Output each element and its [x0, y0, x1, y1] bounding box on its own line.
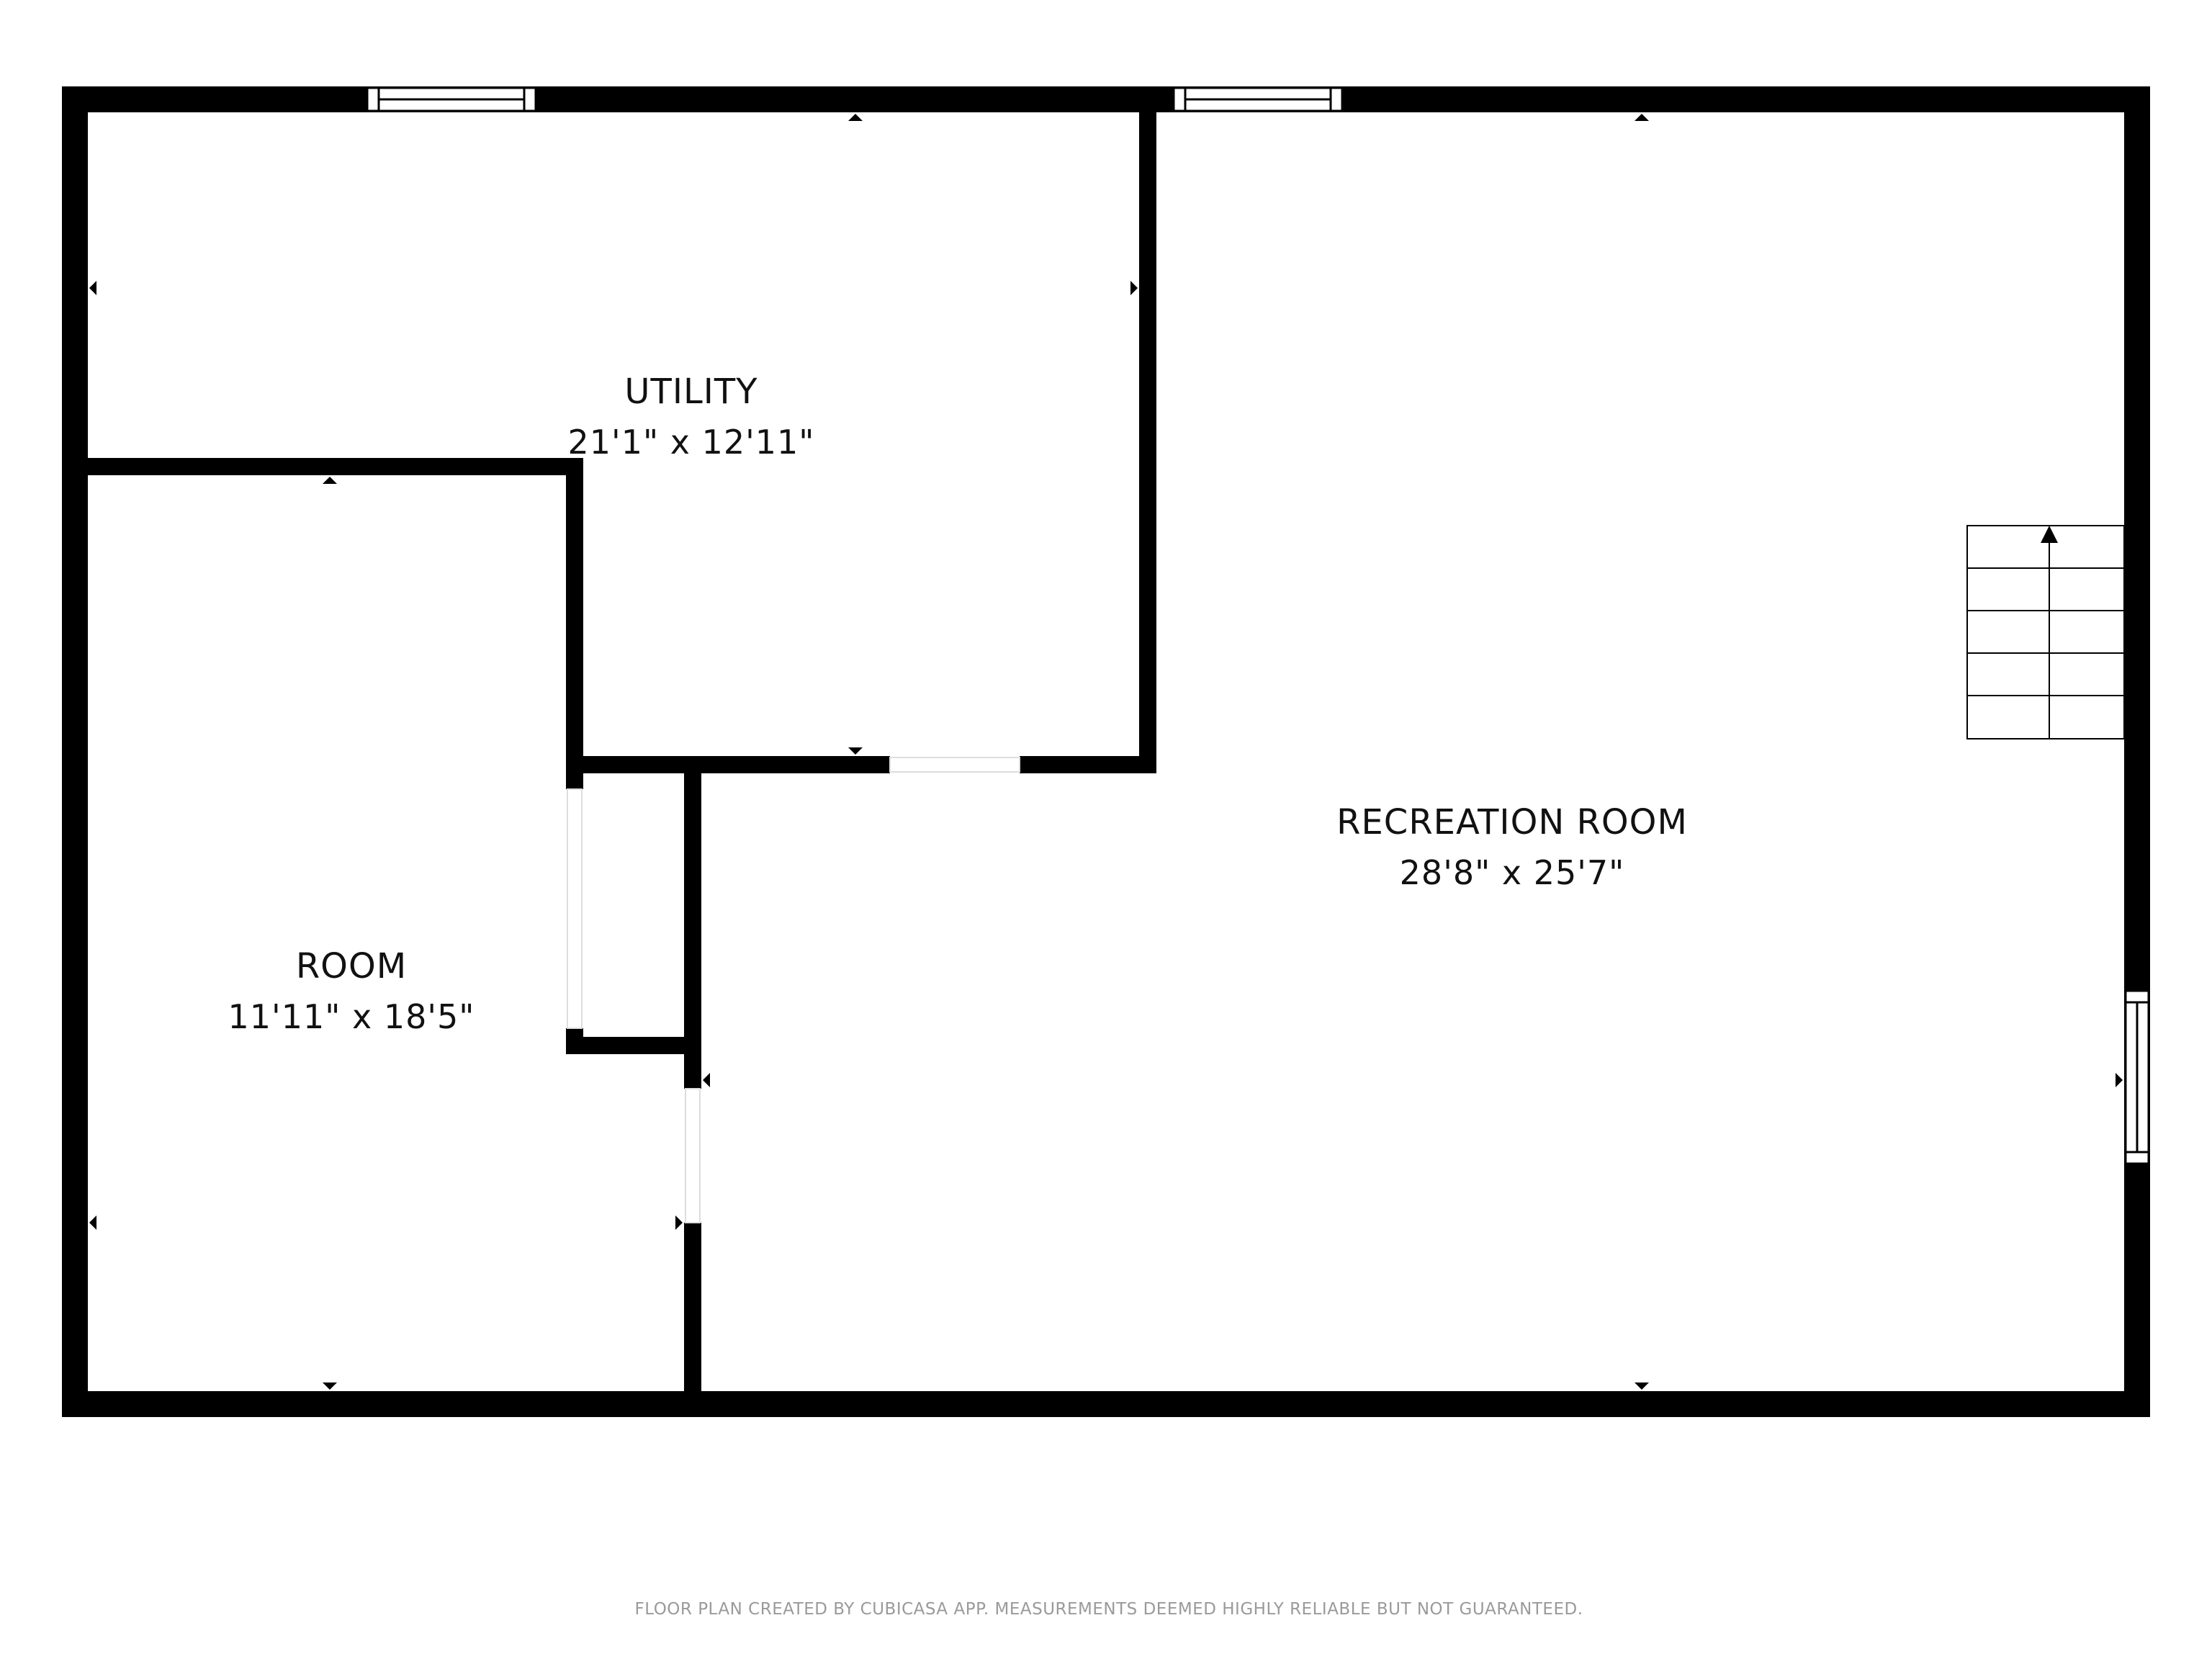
- wall-utility-right: [1139, 112, 1156, 773]
- room-room: ROOM 11'11" x 18'5": [228, 946, 475, 1036]
- marker-rec-right: [2116, 1073, 2123, 1087]
- wall-rec-left-lower: [684, 1223, 701, 1417]
- wall-closet-bottom: [566, 1037, 694, 1054]
- wall-rec-left-upper: [684, 765, 701, 1089]
- outer-wall-left: [62, 86, 88, 1417]
- wall-utility-bottom-left: [566, 756, 890, 773]
- room-dims-recreation: 28'8" x 25'7": [1400, 853, 1625, 892]
- window-top-left: [366, 86, 537, 112]
- marker-utility-left: [89, 281, 96, 295]
- marker-rec-left: [703, 1073, 710, 1087]
- room-utility: UTILITY 21'1" x 12'11": [568, 372, 815, 462]
- marker-utility-top: [848, 114, 863, 121]
- up-arrow-icon: [2041, 526, 2058, 543]
- room-dims-room: 11'11" x 18'5": [228, 997, 475, 1036]
- outer-wall-bottom: [62, 1391, 2150, 1417]
- marker-room-bottom: [323, 1382, 337, 1390]
- room-dims-utility: 21'1" x 12'11": [568, 423, 815, 462]
- marker-rec-top: [1635, 114, 1649, 121]
- wall-utility-bottom-right: [1020, 756, 1156, 773]
- room-recreation: RECREATION ROOM 28'8" x 25'7": [1336, 802, 1688, 892]
- room-name-room: ROOM: [296, 946, 407, 986]
- interior-walls: [88, 112, 1156, 1417]
- marker-utility-bottom: [848, 747, 863, 755]
- marker-room-right: [675, 1215, 683, 1230]
- wall-room-top: [88, 458, 583, 475]
- outer-walls: [62, 86, 2150, 1417]
- room-name-utility: UTILITY: [624, 372, 757, 412]
- marker-room-top: [323, 477, 337, 484]
- marker-rec-bottom: [1635, 1382, 1649, 1390]
- staircase: [1966, 525, 2125, 739]
- wall-room-right-upper: [566, 458, 583, 789]
- marker-utility-right: [1130, 281, 1138, 295]
- door-room-closet: [567, 788, 583, 1029]
- door-room-rec: [685, 1088, 701, 1223]
- room-name-recreation: RECREATION ROOM: [1336, 802, 1688, 842]
- window-top-right: [1172, 86, 1344, 112]
- window-right: [2124, 989, 2150, 1165]
- dimension-markers: [89, 114, 2123, 1390]
- door-utility-rec: [889, 757, 1020, 773]
- marker-room-left: [89, 1215, 96, 1230]
- outer-wall-right: [2124, 86, 2150, 1417]
- door-openings: [567, 757, 1020, 1223]
- windows: [366, 86, 2150, 1165]
- footer-disclaimer: FLOOR PLAN CREATED BY CUBICASA APP. MEAS…: [634, 1600, 1583, 1619]
